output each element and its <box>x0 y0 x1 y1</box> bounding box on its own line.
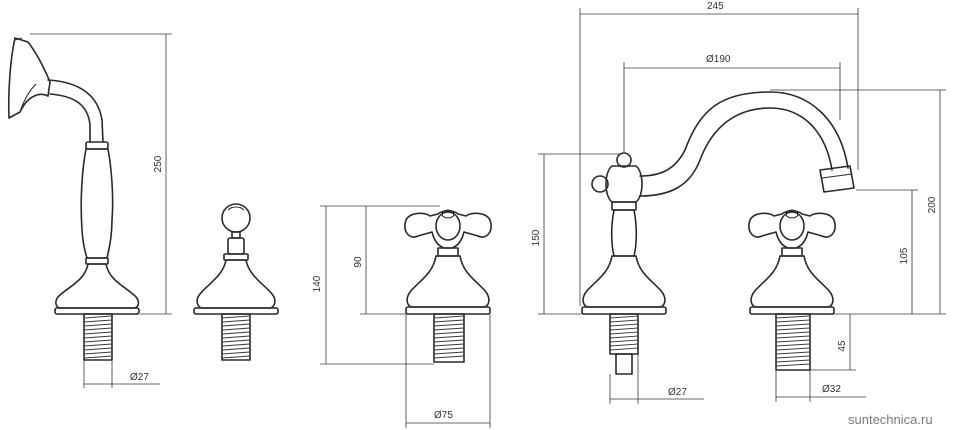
spout-thread-dimension: Ø27 <box>609 354 704 404</box>
spout-reach-inner-label: Ø190 <box>706 54 731 65</box>
spout-body-height-dimension: 150 <box>531 153 620 315</box>
spout-total-height-label: 200 <box>927 196 938 213</box>
spout-thread-label: Ø27 <box>668 387 687 398</box>
handshower-height-dimension: 250 <box>30 33 172 315</box>
handshower-height-label: 250 <box>153 155 164 172</box>
handshower-thread-dimension: Ø27 <box>83 360 160 388</box>
valve-left <box>404 209 492 363</box>
valve-thread-diameter-label: Ø32 <box>822 384 841 395</box>
spout-reach-inner-dimension: Ø190 <box>623 54 841 152</box>
valve-thread-length-label: 45 <box>837 340 848 352</box>
spout-body-height-label: 150 <box>531 229 542 246</box>
spout-reach-dimension: 245 <box>579 1 859 306</box>
handle-height-dimension: 90 <box>353 206 406 315</box>
base-diameter-dimension: Ø75 <box>405 314 491 428</box>
valve-thread-length-dimension: 45 <box>810 314 856 371</box>
handle-height-label: 90 <box>353 256 364 268</box>
base-height-label: 140 <box>312 275 323 292</box>
watermark: suntechnica.ru <box>848 412 933 427</box>
spout-outlet-height-dimension: 105 <box>856 189 918 314</box>
base-height-dimension: 140 <box>312 205 440 365</box>
diverter <box>193 203 279 361</box>
base-diameter-label: Ø75 <box>434 410 453 421</box>
handshower-thread-label: Ø27 <box>130 372 149 383</box>
spout <box>581 91 855 375</box>
spout-outlet-height-label: 105 <box>899 247 910 264</box>
valve-right <box>748 209 836 371</box>
spout-reach-label: 245 <box>707 1 724 12</box>
hand-shower <box>7 37 140 361</box>
spout-total-height-dimension: 200 <box>770 89 946 315</box>
valve-thread-diameter-dimension: Ø32 <box>775 370 866 402</box>
